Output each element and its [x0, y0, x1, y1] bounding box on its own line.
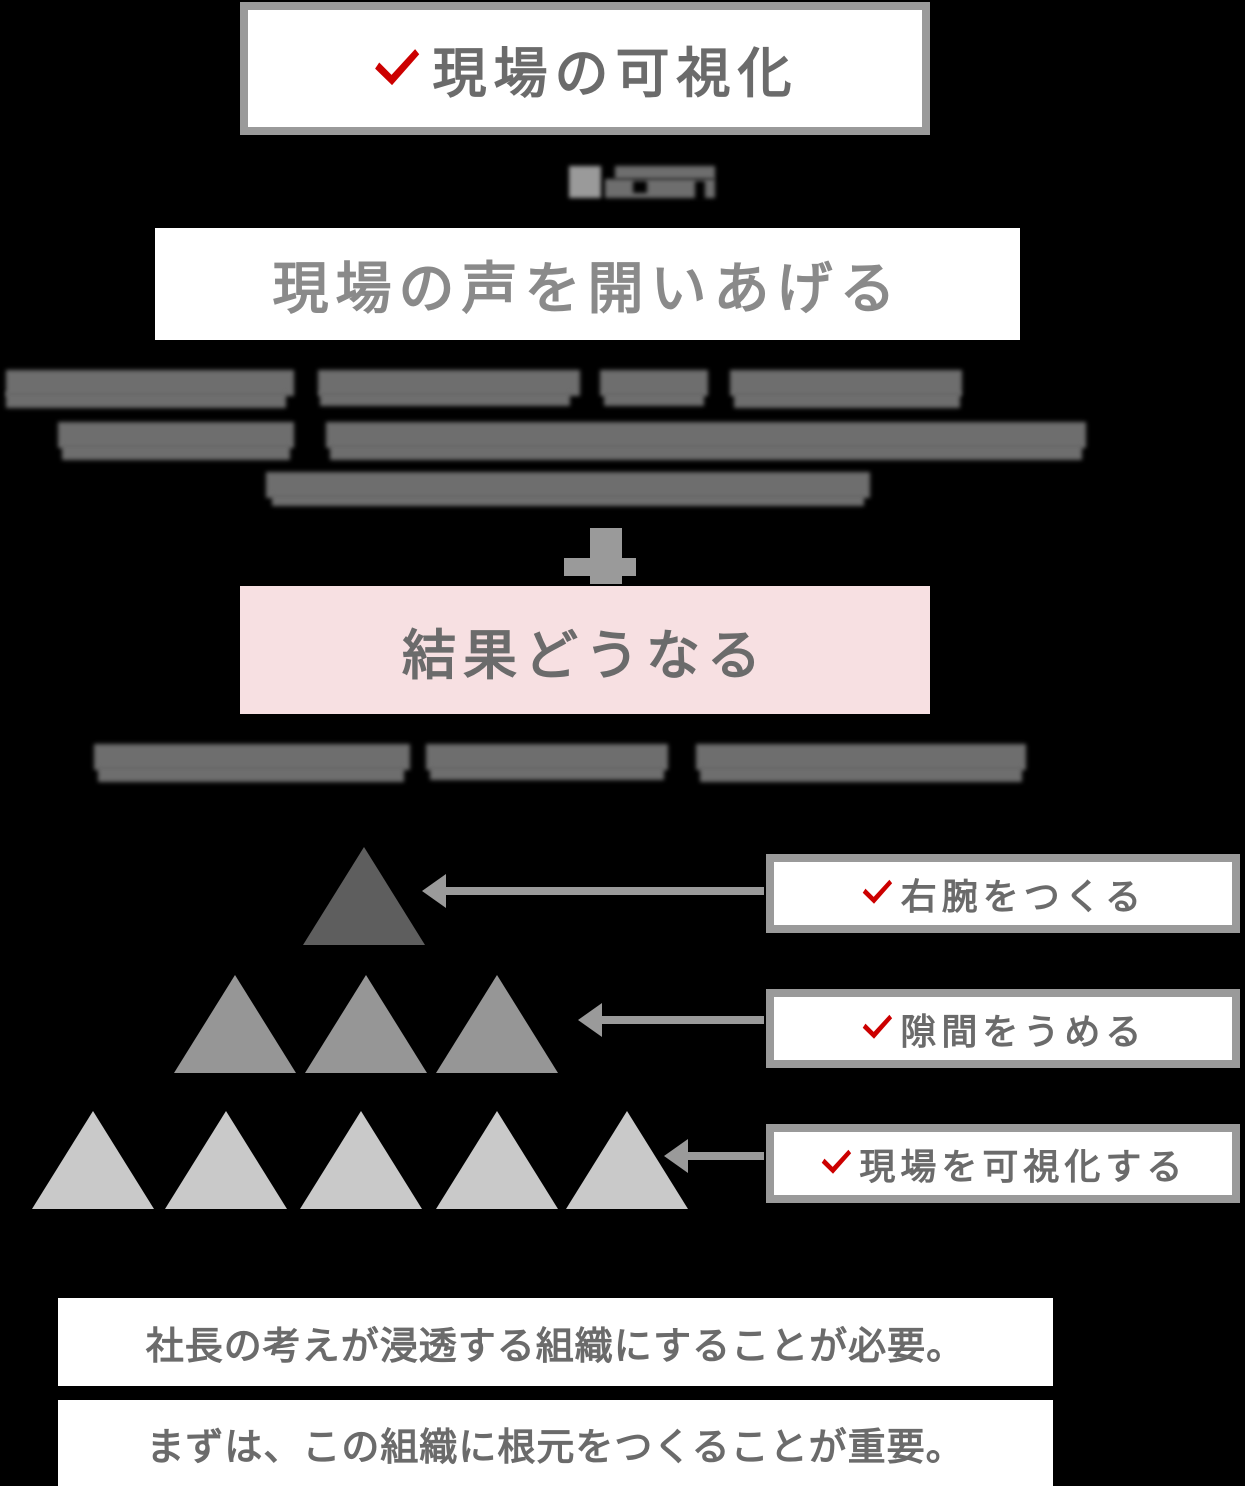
connector-label-redacted	[555, 163, 715, 203]
title-box: 現場の可視化	[240, 2, 930, 135]
pyramid-triangle	[165, 1108, 287, 1209]
pyramid-triangle	[436, 972, 558, 1073]
pyramid-triangle	[300, 1108, 422, 1209]
pyramid-triangle	[303, 844, 425, 945]
check-icon	[819, 1145, 853, 1179]
pyramid-triangle	[305, 972, 427, 1073]
footer-box-1: 社長の考えが浸透する組織にすることが必要。	[58, 1298, 1053, 1386]
callout-label-wrap-2: 隙間をうめる	[860, 1003, 1147, 1055]
result-box: 結果どうなる	[240, 586, 930, 714]
footer-box-2: まずは、この組織に根元をつくることが重要。	[58, 1400, 1053, 1486]
result-caption-redacted	[88, 742, 1048, 786]
heading-box: 現場の声を開いあげる	[155, 228, 1020, 340]
callout-label-wrap-3: 現場を可視化する	[819, 1138, 1188, 1190]
footer-label-1: 社長の考えが浸透する組織にすることが必要。	[145, 1325, 966, 1368]
check-icon	[860, 1010, 894, 1044]
callout-box-1[interactable]: 右腕をつくる	[766, 854, 1240, 933]
callout-label-wrap-1: 右腕をつくる	[860, 868, 1146, 920]
check-icon	[371, 42, 422, 93]
callout-box-2[interactable]: 隙間をうめる	[766, 989, 1240, 1068]
title-box-label: 現場の可視化	[432, 44, 799, 104]
pyramid-triangle	[174, 972, 296, 1073]
heading-box-label: 現場の声を開いあげる	[272, 256, 903, 320]
check-icon	[860, 875, 894, 909]
callout-label-2: 隙間をうめる	[900, 1010, 1147, 1052]
body-paragraph-redacted	[0, 366, 1245, 508]
pyramid-triangle	[32, 1108, 154, 1209]
down-arrow-icon	[564, 528, 636, 584]
title-box-label-wrap: 現場の可視化	[371, 29, 798, 108]
footer-label-2: まずは、この組織に根元をつくることが重要。	[146, 1426, 965, 1469]
result-box-label: 結果どうなる	[402, 625, 768, 686]
callout-box-3[interactable]: 現場を可視化する	[766, 1124, 1240, 1203]
pyramid-triangle	[436, 1108, 558, 1209]
callout-label-1: 右腕をつくる	[900, 875, 1146, 917]
callout-label-3: 現場を可視化する	[859, 1145, 1188, 1187]
